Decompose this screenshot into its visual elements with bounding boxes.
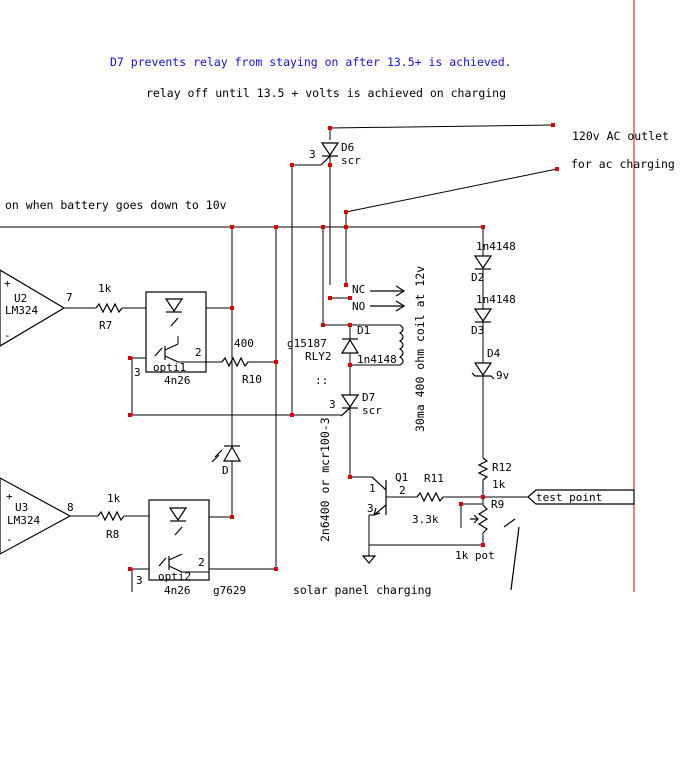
relay-coil-note: 30ma 400 ohm coil at 12v bbox=[413, 266, 427, 432]
u2-minus: - bbox=[4, 329, 11, 342]
r7-value: 1k bbox=[98, 282, 112, 295]
r9-potentiometer bbox=[470, 504, 489, 534]
r9-ref: R9 bbox=[491, 498, 504, 511]
r10-value: 400 bbox=[234, 337, 254, 350]
d7-gate-mark: :: bbox=[315, 374, 328, 387]
d7-ref: D7 bbox=[362, 391, 375, 404]
d4-ref: D4 bbox=[487, 347, 501, 360]
d2-diode bbox=[473, 255, 493, 270]
opto1 bbox=[145, 291, 207, 373]
outlet-note-line2: for ac charging bbox=[571, 157, 675, 171]
d2-part: 1n4148 bbox=[476, 240, 516, 253]
r11-resistor bbox=[416, 491, 444, 503]
d3-diode bbox=[473, 308, 493, 323]
opto2-part: 4n26 bbox=[164, 584, 191, 597]
d1-diode bbox=[340, 338, 360, 354]
r7-ref: R7 bbox=[99, 319, 112, 332]
r11-ref: R11 bbox=[424, 472, 444, 485]
opto2-pin3: 3 bbox=[136, 574, 143, 587]
d3-ref: D3 bbox=[471, 324, 484, 337]
d-led bbox=[211, 445, 242, 463]
test-point-label: test point bbox=[536, 491, 602, 504]
opto2-ref: opti2 bbox=[158, 570, 191, 583]
q1-pin3: 3 bbox=[367, 502, 374, 515]
d1-ref: D1 bbox=[357, 324, 370, 337]
d2-ref: D2 bbox=[471, 271, 484, 284]
r12-ref: R12 bbox=[492, 461, 512, 474]
relay-note: relay off until 13.5 + volts is achieved… bbox=[146, 86, 506, 100]
junction-dots bbox=[128, 123, 559, 571]
relay-no-label: NO bbox=[352, 300, 365, 313]
d1-part: 1n4148 bbox=[357, 353, 397, 366]
u3-ref: U3 bbox=[15, 501, 28, 514]
r11-value: 3.3k bbox=[412, 513, 439, 526]
d7-pin: 3 bbox=[329, 398, 336, 411]
q1-ref: Q1 bbox=[395, 471, 408, 484]
d4-value: 9v bbox=[496, 369, 510, 382]
opto1-ref: opti1 bbox=[153, 361, 186, 374]
relay-part: g15187 bbox=[287, 337, 327, 350]
d3-part: 1n4148 bbox=[476, 293, 516, 306]
test-point-flag bbox=[527, 489, 635, 505]
r12-value: 1k bbox=[492, 478, 506, 491]
relay-ref: RLY2 bbox=[305, 350, 332, 363]
battery-note: on when battery goes down to 10v bbox=[5, 198, 227, 212]
opto1-pin2: 2 bbox=[195, 346, 202, 359]
opto1-part: 4n26 bbox=[164, 374, 191, 387]
pot-adjust-mark bbox=[503, 518, 520, 591]
r8-resistor bbox=[97, 510, 125, 522]
relay-nc-label: NC bbox=[352, 283, 365, 296]
d6-type: scr bbox=[341, 154, 361, 167]
r10-ref: R10 bbox=[242, 373, 262, 386]
q1-pin1: 1 bbox=[369, 482, 376, 495]
g7629-label: g7629 bbox=[213, 584, 246, 597]
u3-part: LM324 bbox=[7, 514, 40, 527]
u2-part: LM324 bbox=[5, 304, 38, 317]
u3-pin: 8 bbox=[67, 501, 74, 514]
opto2 bbox=[148, 499, 210, 581]
r8-ref: R8 bbox=[106, 528, 119, 541]
relay-contacts bbox=[370, 285, 406, 312]
u2-plus: + bbox=[4, 277, 11, 290]
relay-coil bbox=[398, 324, 404, 366]
r12-resistor bbox=[477, 457, 489, 481]
opto2-pin2: 2 bbox=[198, 556, 205, 569]
d-ref: D bbox=[222, 464, 229, 477]
solar-note: solar panel charging bbox=[293, 583, 431, 597]
r8-value: 1k bbox=[107, 492, 121, 505]
d7-note: D7 prevents relay from staying on after … bbox=[110, 55, 512, 69]
u3-plus: + bbox=[6, 490, 13, 503]
r10-resistor bbox=[221, 356, 249, 368]
q1-pin2: 2 bbox=[399, 484, 406, 497]
d7-type: scr bbox=[362, 404, 382, 417]
d6-pin: 3 bbox=[309, 148, 316, 161]
u2-pin: 7 bbox=[66, 291, 73, 304]
u2-ref: U2 bbox=[14, 292, 27, 305]
r7-resistor bbox=[95, 302, 123, 314]
outlet-note-line1: 120v AC outlet bbox=[572, 129, 669, 143]
u3-minus: - bbox=[6, 533, 13, 546]
ground-symbol bbox=[361, 555, 377, 564]
scr-alternative-note: 2n6400 or mcr100-3 bbox=[318, 417, 332, 542]
u3-opamp bbox=[0, 477, 72, 555]
d6-ref: D6 bbox=[341, 141, 354, 154]
u2-opamp bbox=[0, 269, 66, 347]
opto1-pin3: 3 bbox=[134, 366, 141, 379]
r9-value: 1k pot bbox=[455, 549, 495, 562]
